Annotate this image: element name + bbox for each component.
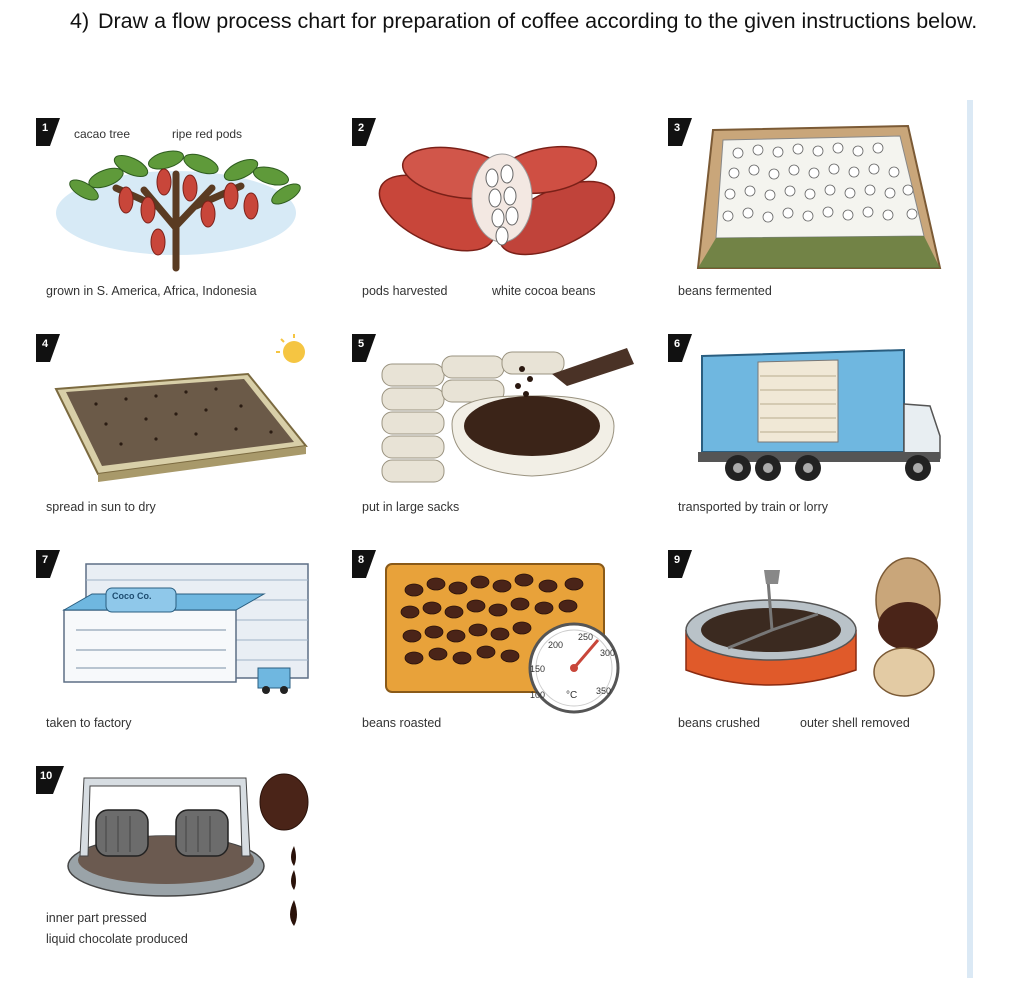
lorry-icon: [698, 348, 941, 481]
step-number: 8: [358, 554, 365, 566]
step-caption: beans roasted: [362, 716, 442, 730]
sacks-icon: [381, 348, 634, 483]
step-caption-right: white cocoa beans: [492, 284, 596, 298]
thermometer-unit: °C: [566, 690, 578, 701]
step-number: 7: [42, 554, 49, 566]
step-number: 1: [42, 122, 49, 134]
cacao-tree-icon: [56, 150, 301, 272]
step-badge: [668, 550, 692, 578]
step-caption: spread in sun to dry: [46, 500, 156, 514]
cacao-tree-label: cacao tree: [74, 127, 131, 141]
step-badge: [36, 118, 60, 146]
step-badge: [668, 118, 692, 146]
step-badge: [352, 550, 376, 578]
step-badge: [352, 118, 376, 146]
step-caption: beans fermented: [678, 284, 772, 298]
thermometer-tick-100: 100: [530, 690, 546, 700]
roasting-tray-icon: [385, 563, 620, 714]
step-4-panel: 4 spread in sun to dry: [36, 334, 316, 524]
press-icon: [67, 773, 309, 926]
page-edge-divider: [967, 100, 973, 978]
step-2-panel: 2 pods harvested white cocoa beans: [352, 118, 632, 308]
step-caption-left: beans crushed: [678, 716, 761, 730]
step-number: 5: [358, 338, 365, 350]
step-caption-right: outer shell removed: [800, 716, 910, 730]
step-number: 4: [42, 338, 49, 350]
thermometer-tick-300: 300: [600, 648, 616, 658]
step-9-panel: 9 beans crushed outer shell removed: [668, 550, 948, 740]
step-caption: put in large sacks: [362, 500, 460, 514]
step-caption-left: pods harvested: [362, 284, 448, 298]
step-caption: transported by train or lorry: [678, 500, 829, 514]
thermometer-tick-350: 350: [596, 686, 612, 696]
step-10-panel: 10 inner part pressed liquid chocolate p…: [36, 766, 316, 956]
question-number: 4): [70, 9, 90, 33]
step-caption: grown in S. America, Africa, Indonesia: [46, 284, 257, 298]
thermometer-tick-150: 150: [530, 664, 546, 674]
step-6-panel: 6 transported by train or lorry: [668, 334, 948, 524]
step-badge: [668, 334, 692, 362]
fermentation-box-icon: [696, 124, 942, 269]
step-caption-line-2: liquid chocolate produced: [46, 932, 188, 946]
step-number: 10: [40, 770, 53, 782]
ripe-pods-label: ripe red pods: [172, 127, 243, 141]
drying-tray-icon: [54, 334, 308, 482]
step-badge: [36, 766, 64, 794]
step-badge: [36, 550, 60, 578]
step-badge: [352, 334, 376, 362]
factory-sign: Coco Co.: [112, 591, 152, 601]
crusher-icon: [685, 557, 941, 697]
step-number: 9: [674, 554, 681, 566]
step-8-panel: 8 100 150 200 250 300 350 °C beans roast…: [352, 550, 632, 740]
step-7-panel: 7 Coco Co. taken to factory: [36, 550, 316, 740]
step-caption: taken to factory: [46, 716, 132, 730]
step-number: 3: [674, 122, 681, 134]
step-number: 2: [358, 122, 365, 134]
cocoa-pods-icon: [378, 145, 616, 256]
factory-icon: [62, 563, 309, 694]
step-5-panel: 5 put in large sacks: [352, 334, 634, 524]
thermometer-tick-200: 200: [548, 640, 564, 650]
step-caption-line-1: inner part pressed: [46, 911, 147, 925]
question-text: Draw a flow process chart for preparatio…: [98, 9, 978, 33]
step-3-panel: 3 beans fermented: [668, 118, 948, 308]
step-number: 6: [674, 338, 681, 350]
step-1-panel: 1 cacao tree ripe red pods grown in S. A…: [36, 118, 316, 308]
thermometer-tick-250: 250: [578, 632, 594, 642]
step-badge: [36, 334, 60, 362]
